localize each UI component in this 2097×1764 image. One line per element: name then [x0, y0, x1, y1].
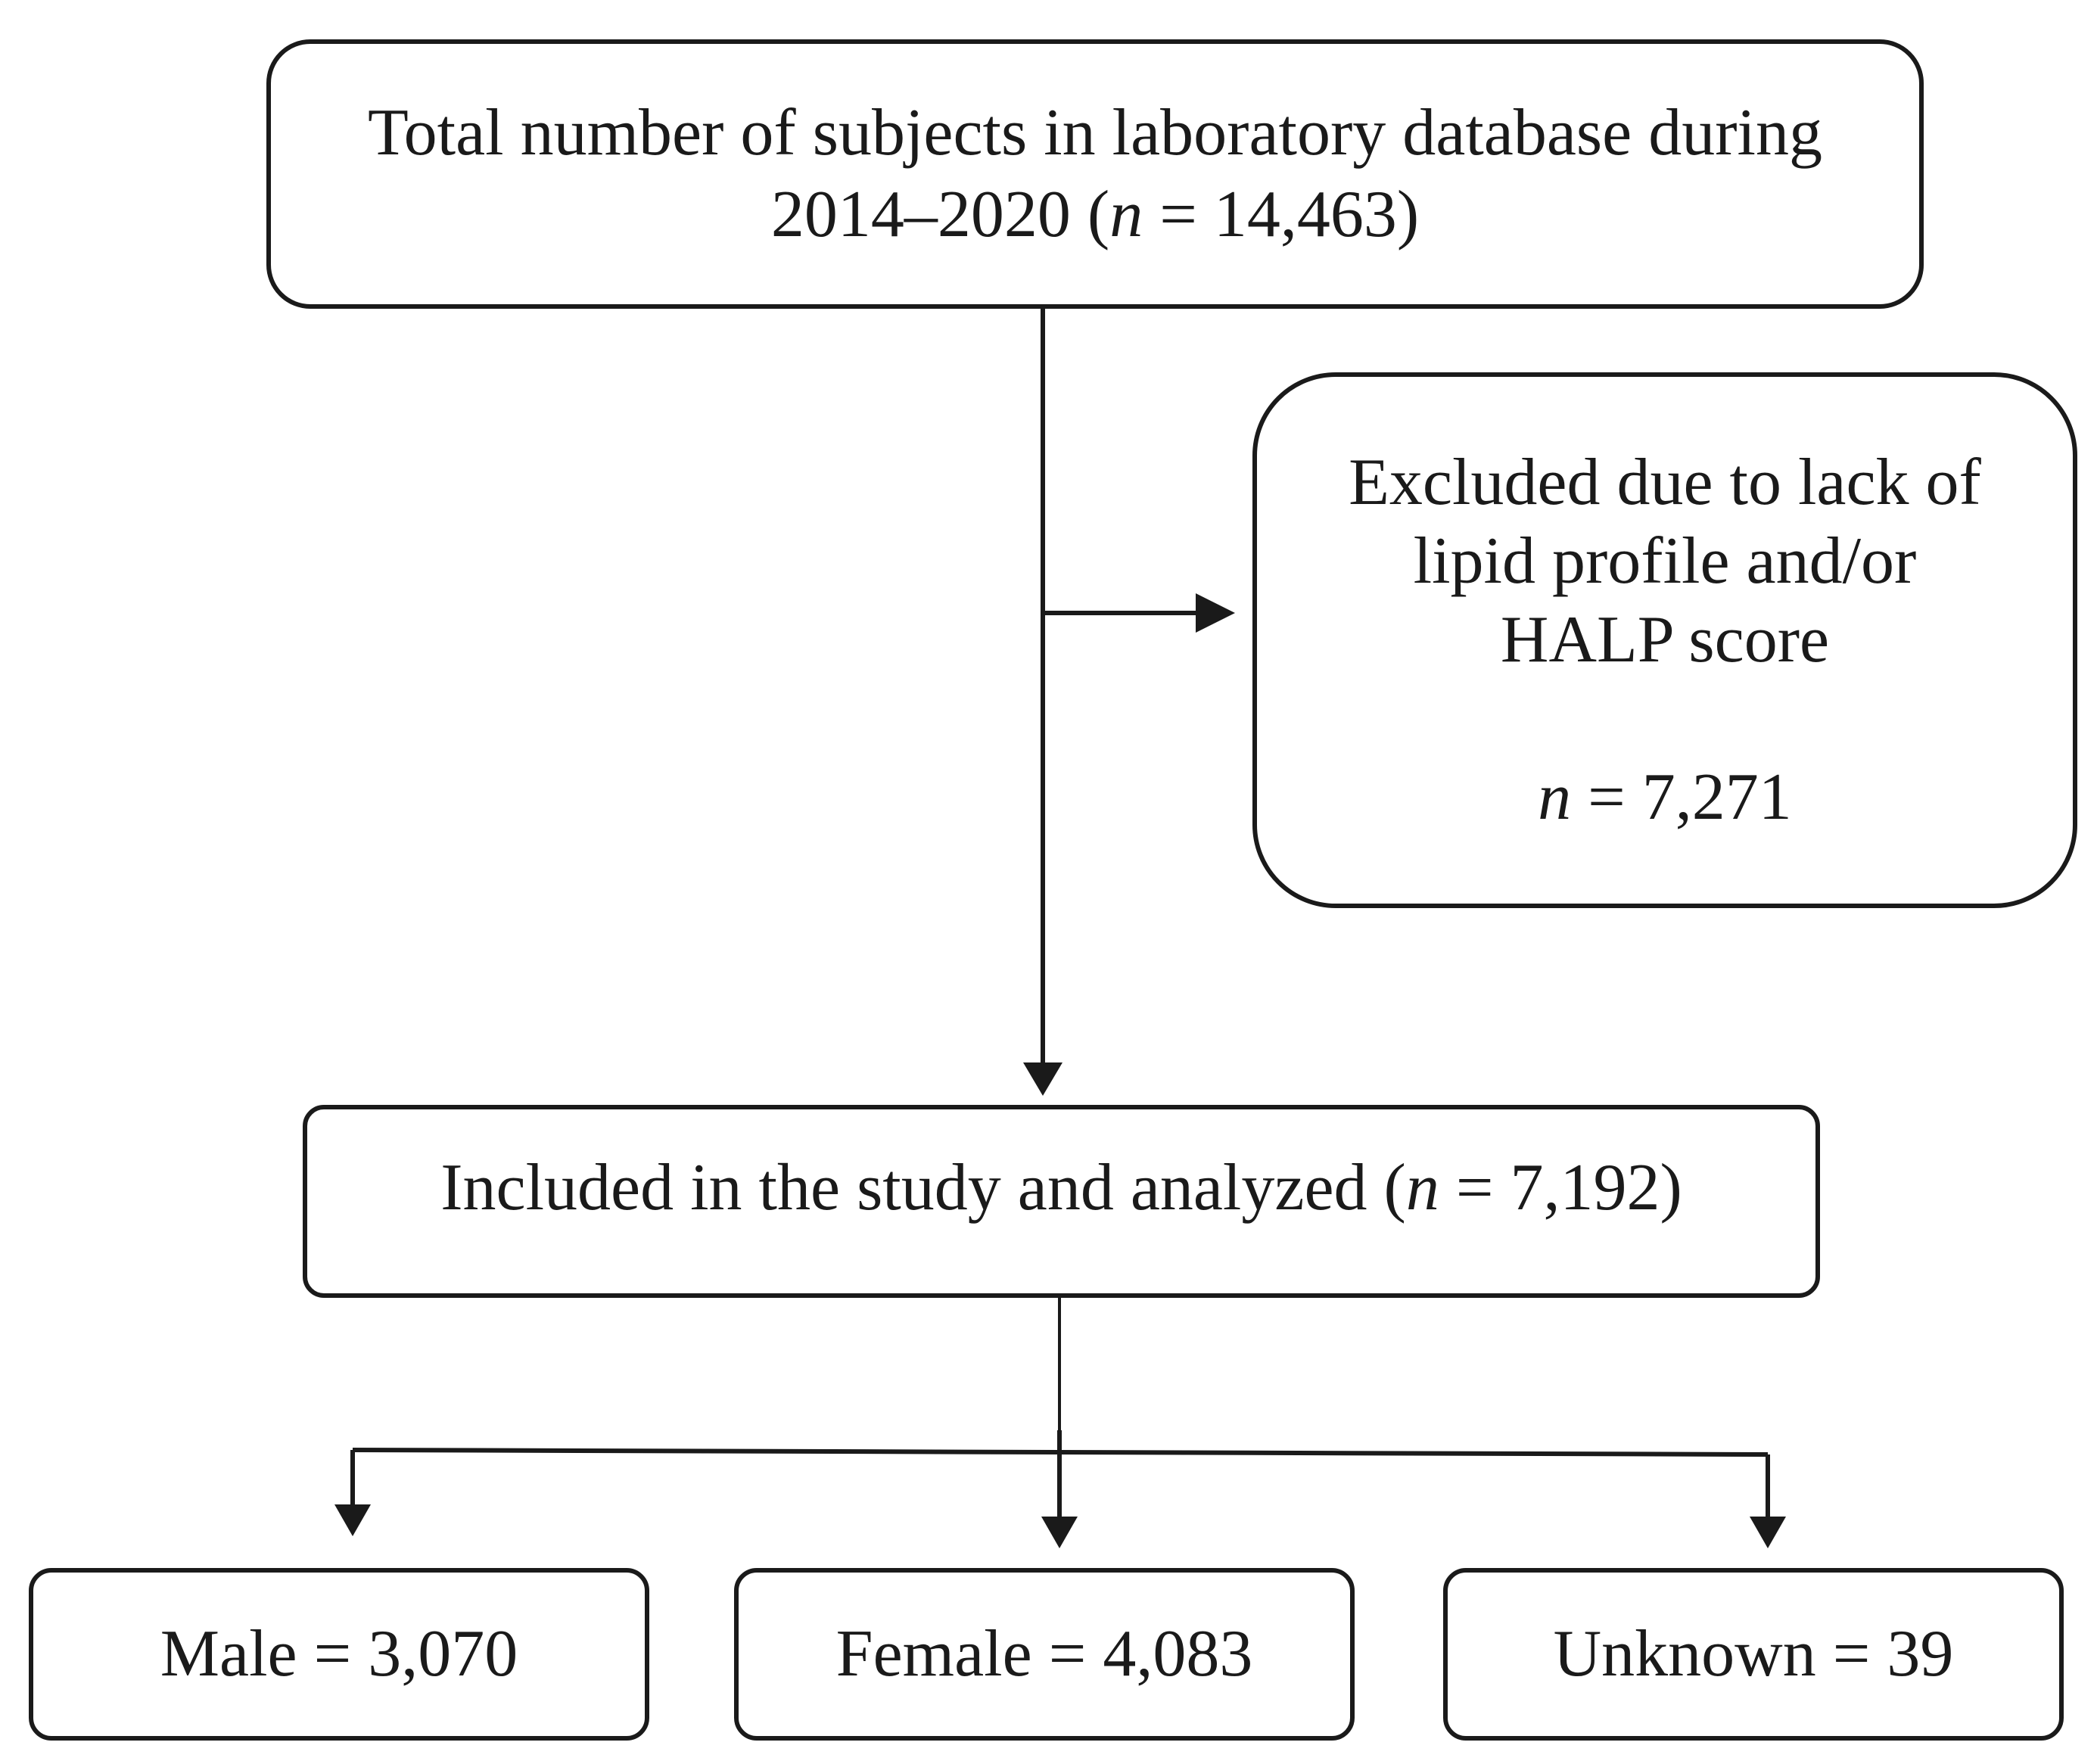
total-years: 2014–2020 ( — [770, 178, 1110, 251]
excluded-n-symbol: n — [1538, 761, 1572, 834]
excluded-line1: Excluded due to lack of — [1349, 446, 1981, 519]
total-count: = 14,463) — [1143, 178, 1420, 251]
excluded-line3: HALP score — [1500, 603, 1830, 677]
female-box: Female = 4,083 — [734, 1568, 1355, 1741]
arrowhead-excluded — [1196, 593, 1235, 633]
total-subjects-box: Total number of subjects in laboratory d… — [266, 39, 1924, 309]
total-n-symbol: n — [1109, 178, 1143, 251]
included-n-symbol: n — [1405, 1151, 1439, 1224]
unknown-box: Unknown = 39 — [1443, 1568, 2064, 1741]
excluded-line2: lipid profile and/or — [1413, 524, 1917, 598]
excluded-count: = 7,271 — [1571, 761, 1792, 834]
arrowhead-included — [1023, 1062, 1063, 1096]
unknown-label: Unknown = 39 — [1553, 1617, 1954, 1691]
excluded-count-line: n = 7,271 — [1538, 758, 1792, 837]
included-count: = 7,192) — [1439, 1151, 1682, 1224]
total-line1: Total number of subjects in laboratory d… — [368, 96, 1822, 170]
excluded-box: Excluded due to lack of lipid profile an… — [1252, 372, 2077, 908]
included-label: Included in the study and analyzed ( — [440, 1151, 1406, 1224]
female-label: Female = 4,083 — [835, 1617, 1253, 1691]
arrowhead-unknown — [1750, 1517, 1786, 1548]
male-label: Male = 3,070 — [160, 1617, 518, 1691]
arrowhead-male — [334, 1504, 371, 1536]
included-box: Included in the study and analyzed (n = … — [303, 1105, 1820, 1298]
total-line2: 2014–2020 (n = 14,463) — [771, 174, 1419, 256]
included-line: Included in the study and analyzed (n = … — [440, 1149, 1682, 1227]
arrowhead-female — [1041, 1517, 1078, 1548]
male-box: Male = 3,070 — [29, 1568, 649, 1741]
